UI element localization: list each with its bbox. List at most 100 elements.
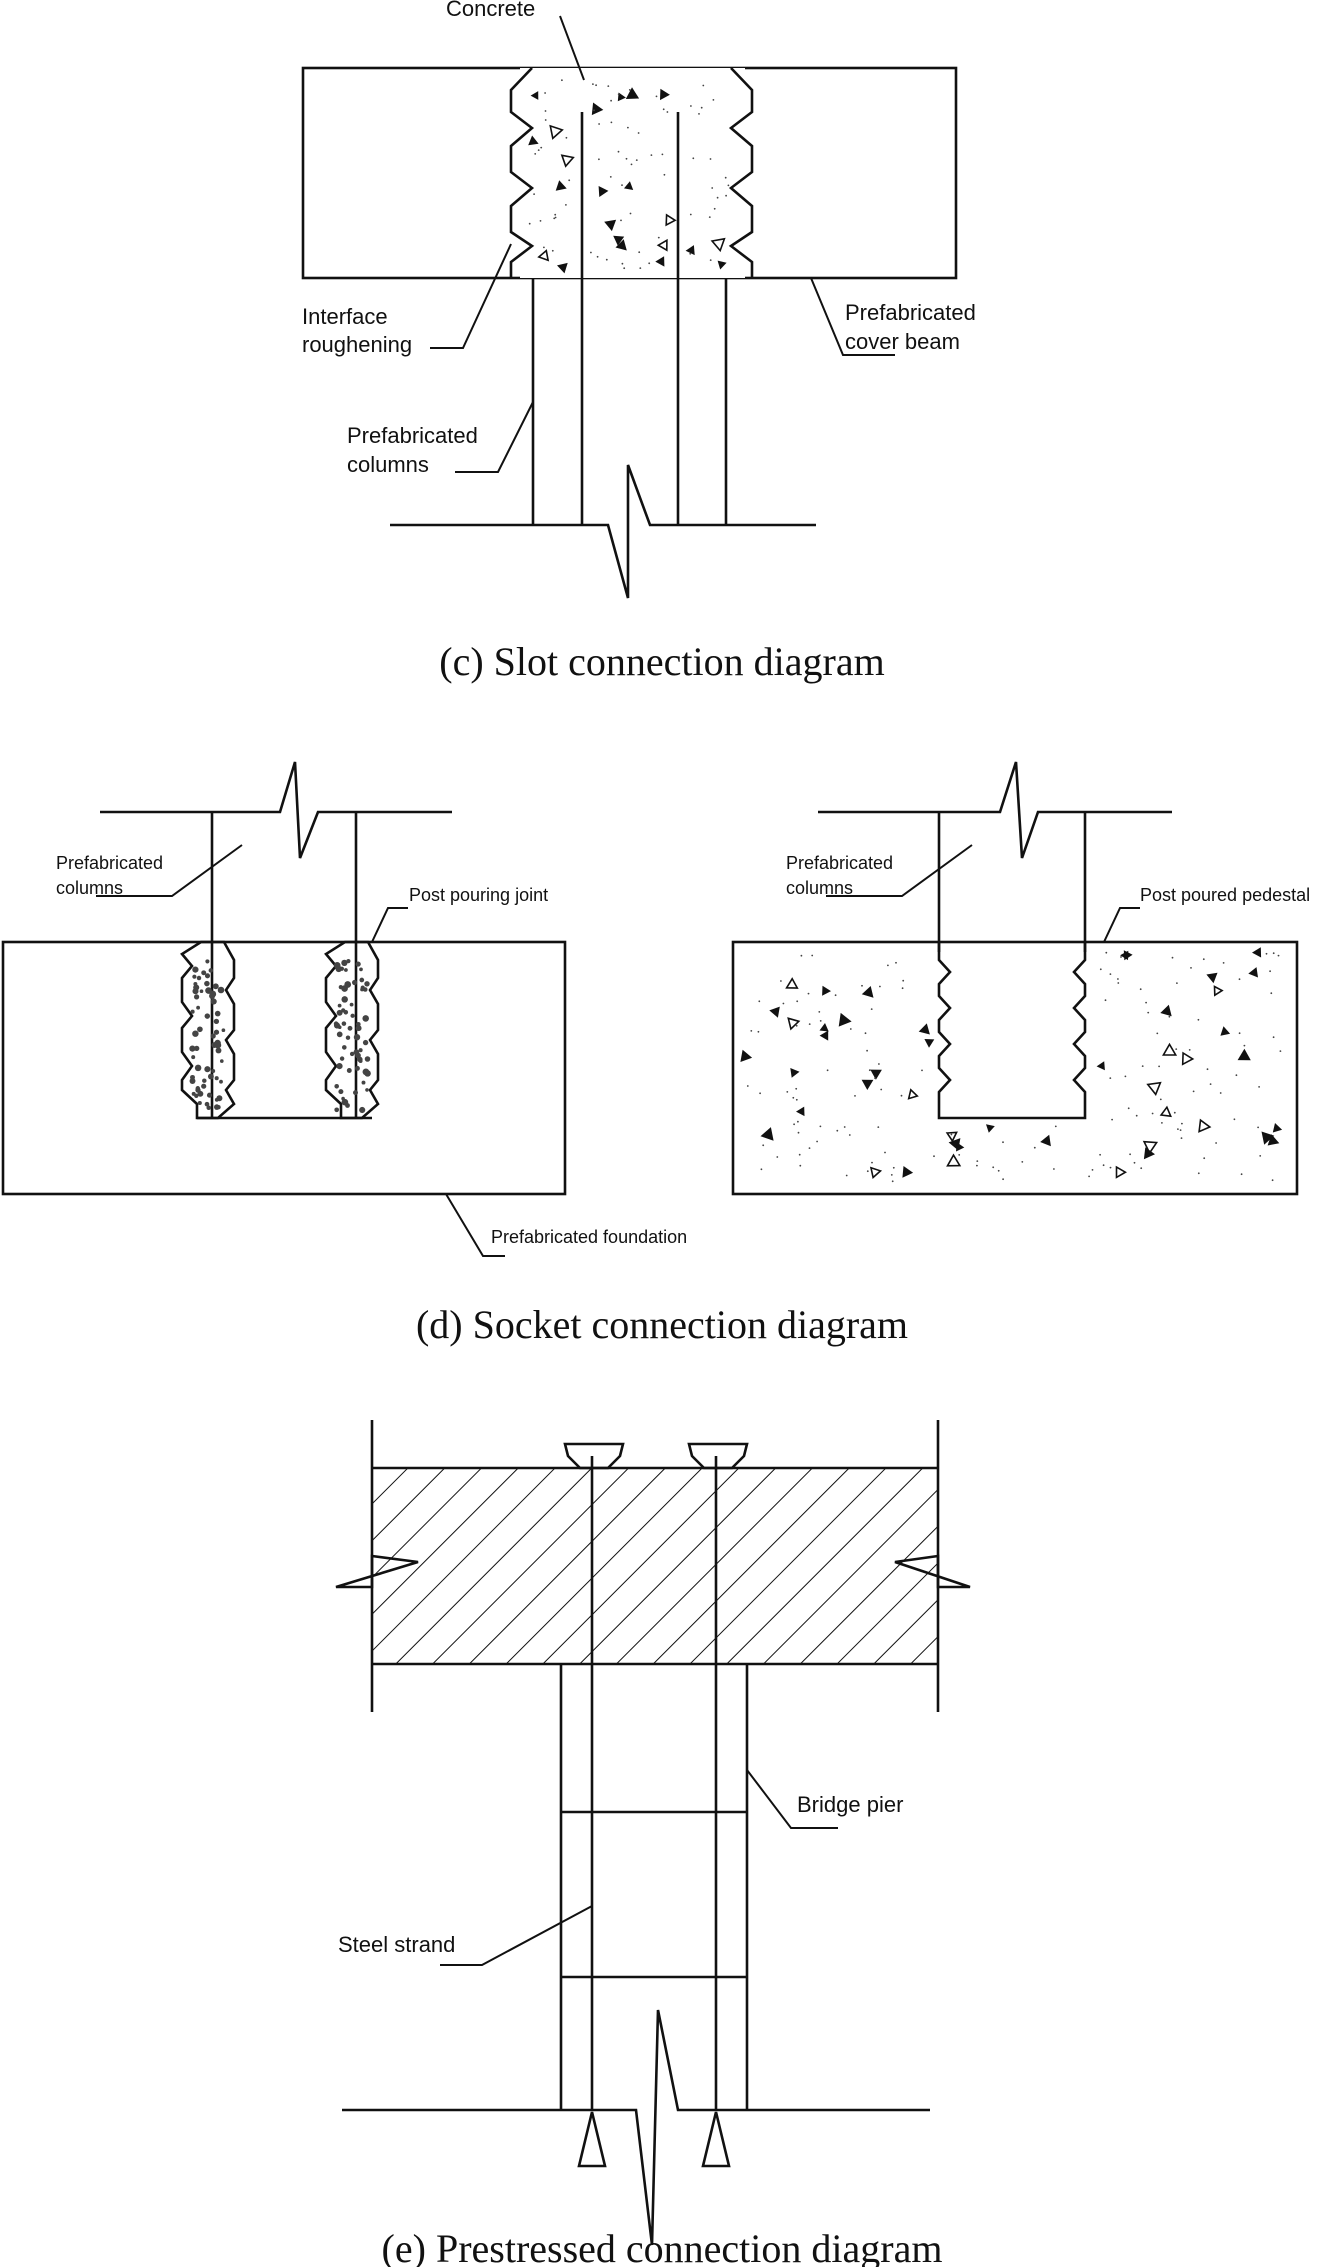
aggregate-mark [189,1078,196,1084]
pier-leader [746,1769,838,1829]
aggregate-mark [808,1023,811,1025]
aggregate-mark [866,1049,868,1052]
aggregate-mark [638,251,641,254]
aggregate-mark [861,1079,874,1090]
aggregate-mark [609,176,612,178]
aggregate-mark [892,1166,895,1169]
aggregate-mark [195,1087,201,1093]
aggregate-mark [364,1056,371,1062]
aggregate-mark [1151,1112,1154,1115]
aggregate-mark [604,219,617,232]
aggregate-mark [354,1065,360,1071]
aggregate-mark [1180,1137,1183,1139]
aggregate-mark [1117,982,1120,984]
aggregate-mark [864,1032,867,1035]
aggregate-mark [800,954,803,957]
label-beam-1: Prefabricated [845,300,976,325]
aggregate-mark [630,163,633,166]
aggregate-mark [214,1097,219,1102]
aggregate-mark [1240,1173,1243,1176]
aggregate-mark [1002,1141,1004,1144]
aggregate-mark [554,213,557,216]
aggregate-mark [598,158,600,161]
aggregate-mark [213,1029,220,1035]
cap-beam-break-right [894,1554,971,1589]
caption-prestressed: (e) Prestressed connection diagram [382,2226,943,2267]
aggregate-mark [712,99,715,101]
aggregate-mark [1248,967,1258,978]
aggregate-mark [192,1030,199,1037]
aggregate-mark [870,1069,882,1080]
aggregate-mark [596,255,599,258]
socket-left-columns-leader [96,844,243,897]
label-socket-right-columns-2: columns [786,878,853,898]
aggregate-mark [610,121,613,124]
aggregate-mark [341,1008,346,1013]
aggregate-mark [219,1059,224,1063]
aggregate-mark [364,1070,371,1077]
bottom-anchor-right [701,2111,731,2168]
aggregate-mark [206,1105,211,1111]
aggregate-mark [359,977,365,983]
aggregate-mark [902,1166,914,1178]
aggregate-mark [849,1028,852,1030]
aggregate-mark [344,981,352,988]
aggregate-mark [1179,1129,1182,1131]
aggregate-mark [613,235,625,246]
aggregate-mark [725,194,727,197]
aggregate-mark [877,1126,880,1128]
aggregate-mark [819,1023,829,1032]
aggregate-mark [568,179,571,182]
aggregate-mark [551,249,554,252]
socket-foundation-leader [445,1193,505,1257]
aggregate-mark [341,1045,347,1050]
aggregate-mark [717,260,727,270]
aggregate-mark [353,1033,361,1041]
aggregate-mark [189,1045,196,1052]
aggregate-mark [808,1147,811,1149]
aggregate-mark [359,1106,366,1114]
aggregate-mark [353,1090,358,1096]
aggregate-mark [528,135,539,146]
aggregate-mark [1237,1048,1251,1061]
aggregate-mark [1277,954,1280,957]
aggregate-mark [1181,1122,1183,1125]
aggregate-mark [799,1164,802,1167]
aggregate-mark [724,176,727,179]
aggregate-mark [208,968,214,973]
aggregate-mark [1181,1051,1195,1066]
aggregate-mark [822,985,831,996]
aggregate-mark [992,1166,995,1169]
aggregate-mark [819,1030,829,1041]
aggregate-mark [544,119,547,121]
aggregate-mark [629,212,632,215]
aggregate-mark [708,216,711,219]
aggregate-mark [339,966,345,971]
aggregate-mark [945,1131,958,1143]
aggregate-mark [787,1017,801,1031]
aggregate-mark [759,1092,761,1095]
aggregate-mark [615,239,627,251]
aggregate-mark [795,1024,798,1027]
aggregate-mark [617,92,626,102]
aggregate-mark [1111,1118,1113,1121]
aggregate-mark [1109,1077,1112,1079]
aggregate-mark [544,92,546,94]
aggregate-mark [610,99,612,102]
aggregate-mark [214,1039,221,1047]
aggregate-mark [879,985,881,988]
aggregate-mark [349,1051,355,1057]
aggregate-mark [346,1068,352,1073]
aggregate-mark [895,961,897,964]
slot-connection-diagram: Concrete Interface roughening Prefabrica… [301,0,976,684]
aggregate-mark [1206,972,1218,984]
aggregate-mark [204,1066,211,1073]
aggregate-mark [1040,1134,1051,1147]
aggregate-mark [617,150,620,153]
aggregate-mark [713,207,716,210]
aggregate-mark [1120,950,1129,961]
aggregate-mark [956,1142,965,1152]
label-slot-columns-1: Prefabricated [347,423,478,448]
caption-socket: (d) Socket connection diagram [416,1302,908,1347]
